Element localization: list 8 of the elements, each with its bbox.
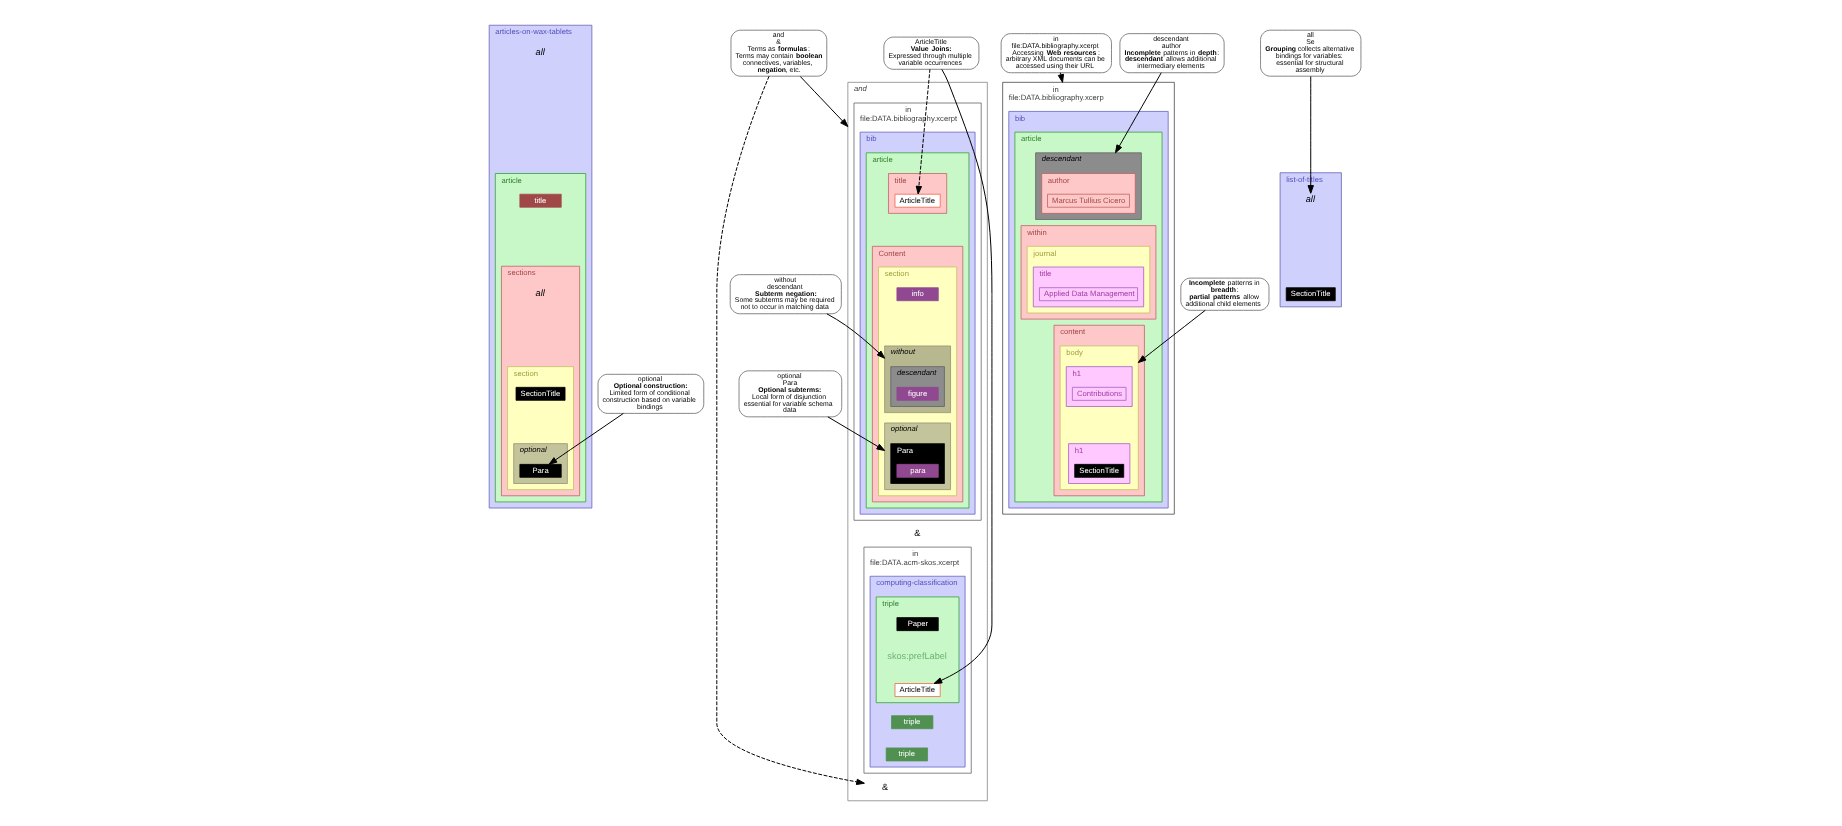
arrow — [932, 68, 992, 684]
arrow — [547, 412, 623, 465]
arrow — [826, 416, 885, 452]
arrow — [715, 75, 864, 786]
arrow — [1136, 309, 1205, 364]
arrow — [914, 68, 930, 195]
arrow — [1306, 75, 1313, 194]
arrow — [798, 75, 848, 128]
